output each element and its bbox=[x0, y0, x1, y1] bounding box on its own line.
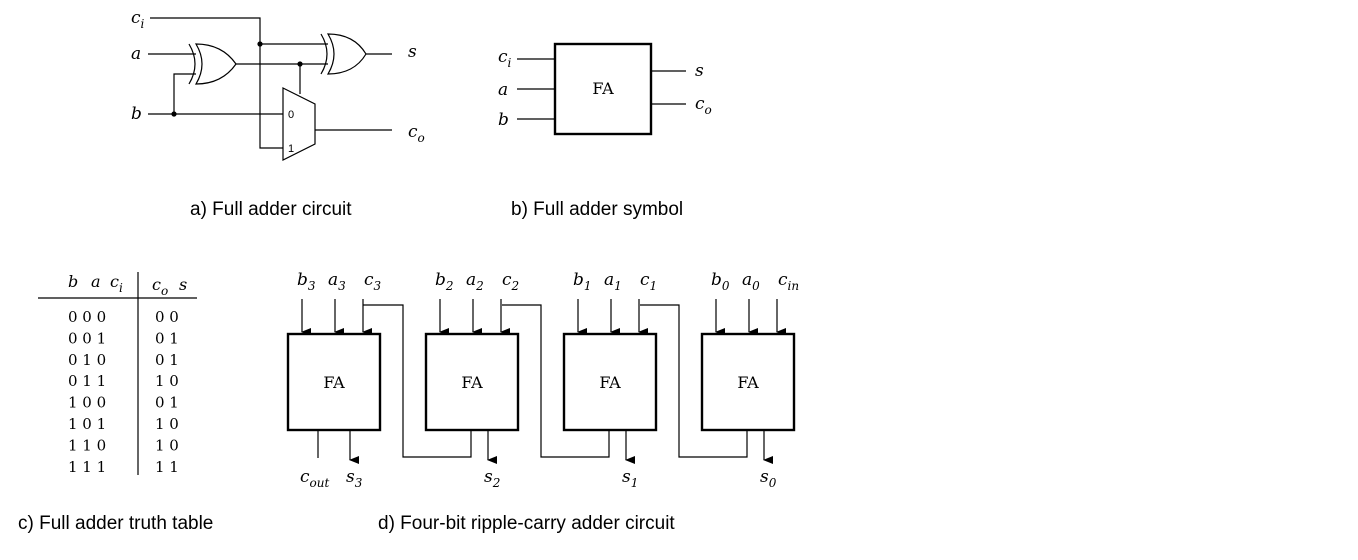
input-c-label: c1 bbox=[640, 270, 657, 293]
tt-header-a: a bbox=[91, 272, 101, 291]
xor-extra-arc bbox=[188, 43, 196, 85]
junction-dot bbox=[297, 61, 303, 67]
junction-dot bbox=[257, 41, 263, 47]
xor-body bbox=[326, 33, 367, 75]
sum-output-label: s0 bbox=[760, 467, 777, 490]
caption-c: c) Full adder truth table bbox=[18, 513, 213, 534]
carry-wire-c3 bbox=[363, 304, 472, 458]
circuit-a-label: a bbox=[131, 44, 141, 64]
input-b-label: b0 bbox=[711, 270, 730, 293]
fa-box-label: FA bbox=[737, 373, 759, 392]
fa-symbol-pins bbox=[517, 58, 686, 120]
tt-cell-inputs: 0 0 0 bbox=[68, 308, 106, 326]
tt-cell-inputs: 1 0 1 bbox=[68, 415, 106, 433]
truth-table: b a ci co s 0 0 0 0 0 0 0 1 0 1 0 1 0 0 1 0 1 … bbox=[38, 272, 197, 476]
fa-box-label: FA bbox=[461, 373, 483, 392]
tt-rows: 0 0 0 0 0 0 0 1 0 1 0 1 0 0 1 0 1 1 1 0 1 0 0 0 1… bbox=[68, 308, 179, 476]
tt-header-b: b bbox=[68, 272, 78, 291]
input-c-label: cin bbox=[778, 270, 799, 293]
input-c-label: c2 bbox=[502, 270, 519, 293]
tt-header-ci: ci bbox=[110, 272, 123, 295]
caption-b: b) Full adder symbol bbox=[511, 199, 683, 220]
xor-gate-1 bbox=[188, 43, 237, 85]
tt-cell-inputs: 1 1 0 bbox=[68, 436, 106, 454]
fa-box bbox=[286, 332, 382, 432]
fa-symbol-co-label: co bbox=[695, 94, 712, 117]
fa-symbol-ci-label: ci bbox=[498, 47, 512, 70]
sum-output-label: s3 bbox=[346, 467, 363, 490]
multiplexer: 0 1 bbox=[282, 87, 316, 161]
sum-output-label: s2 bbox=[484, 467, 500, 490]
xor-gate-2 bbox=[320, 33, 367, 75]
tt-cell-outputs: 1 0 bbox=[155, 372, 179, 390]
tt-cell-outputs: 1 0 bbox=[155, 415, 179, 433]
full-adder-symbol: FA ci a b s co bbox=[498, 42, 712, 136]
mux-input-0-label: 0 bbox=[288, 109, 294, 121]
input-c-label: c3 bbox=[364, 270, 382, 293]
wire-xor1-to-mux-sel bbox=[236, 63, 301, 94]
mux-input-1-label: 1 bbox=[288, 143, 294, 155]
caption-d: d) Four-bit ripple-carry adder circuit bbox=[378, 513, 675, 534]
input-a-label: a0 bbox=[742, 270, 760, 293]
input-b-label: b2 bbox=[435, 270, 454, 293]
fa-symbol-s-label: s bbox=[695, 61, 704, 81]
fa-box bbox=[562, 332, 658, 432]
tt-cell-outputs: 0 0 bbox=[155, 308, 179, 326]
fa-symbol-b-label: b bbox=[498, 110, 509, 130]
tt-cell-outputs: 0 1 bbox=[155, 394, 179, 412]
tt-cell-inputs: 1 0 0 bbox=[68, 394, 106, 412]
carry-wire-c2 bbox=[502, 304, 610, 458]
input-b-label: b3 bbox=[297, 270, 316, 293]
tt-cell-outputs: 1 1 bbox=[155, 458, 179, 476]
input-a-label: a3 bbox=[328, 270, 346, 293]
fa-box-label: FA bbox=[323, 373, 345, 392]
sum-output-label: s1 bbox=[622, 467, 638, 490]
circuit-co-label: co bbox=[408, 122, 425, 145]
tt-cell-outputs: 1 0 bbox=[155, 436, 179, 454]
tt-header-co: co bbox=[152, 275, 168, 298]
input-a-label: a1 bbox=[604, 270, 622, 293]
fa-symbol-label: FA bbox=[592, 79, 614, 98]
circuit-ci-label: ci bbox=[131, 8, 145, 31]
cout-label: cout bbox=[300, 467, 329, 490]
tt-cell-outputs: 0 1 bbox=[155, 351, 179, 369]
tt-cell-inputs: 0 1 1 bbox=[68, 372, 106, 390]
circuit-b-label: b bbox=[131, 104, 142, 124]
carry-wire-c1 bbox=[640, 304, 748, 458]
tt-cell-inputs: 0 1 0 bbox=[68, 351, 106, 369]
xor-extra-arc bbox=[320, 33, 328, 75]
fa-box bbox=[700, 332, 796, 432]
wire-b-to-xor1 bbox=[173, 73, 196, 114]
fa-box-label: FA bbox=[599, 373, 621, 392]
xor-body bbox=[194, 43, 237, 85]
input-b-label: b1 bbox=[573, 270, 592, 293]
fa-symbol-a-label: a bbox=[498, 80, 508, 100]
tt-cell-inputs: 0 0 1 bbox=[68, 329, 106, 347]
full-adder-circuit: ci a b s co 0 1 bbox=[131, 8, 425, 161]
fa-box bbox=[424, 332, 520, 432]
wire-ci bbox=[150, 17, 283, 149]
tt-cell-outputs: 0 1 bbox=[155, 329, 179, 347]
input-a-label: a2 bbox=[466, 270, 484, 293]
circuit-s-label: s bbox=[408, 42, 417, 62]
mux-body bbox=[282, 87, 316, 161]
tt-cell-inputs: 1 1 1 bbox=[68, 458, 106, 476]
tt-header-s: s bbox=[179, 275, 187, 294]
caption-a: a) Full adder circuit bbox=[190, 199, 352, 220]
junction-dot bbox=[171, 111, 177, 117]
